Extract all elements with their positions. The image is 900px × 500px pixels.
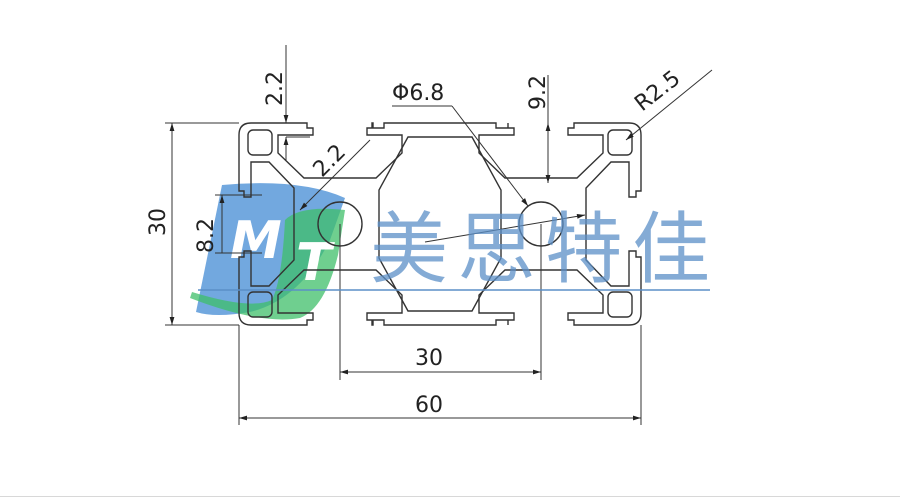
logo-letter-m: M: [230, 211, 282, 271]
dim-slot-depth: 9.2: [526, 75, 551, 110]
dim-slot-width: 8.2: [194, 218, 219, 253]
corner-hole: [247, 291, 273, 318]
corner-hole: [607, 291, 633, 318]
profile-outline: [238, 122, 642, 326]
logo-letter-t: T: [296, 233, 335, 293]
dimension-lines: [165, 45, 713, 425]
dim-wall-top: 2.2: [263, 71, 288, 106]
center-cavity: [378, 136, 502, 312]
dim-corner-radius: R2.5: [630, 66, 685, 117]
corner-hole: [247, 129, 273, 156]
brand-logo: M T: [190, 183, 345, 320]
watermark-brand-text: 美思特佳: [370, 205, 710, 295]
dim-wall-diagonal: 2.2: [309, 140, 351, 182]
dim-pitch-30: 30: [415, 346, 443, 371]
logo-green-shape: [190, 208, 345, 320]
corner-hole: [607, 129, 633, 156]
dim-center-hole: Φ6.8: [392, 81, 444, 106]
dim-height-30: 30: [146, 208, 171, 236]
bottom-divider: [0, 496, 900, 497]
dim-width-60: 60: [415, 393, 443, 418]
